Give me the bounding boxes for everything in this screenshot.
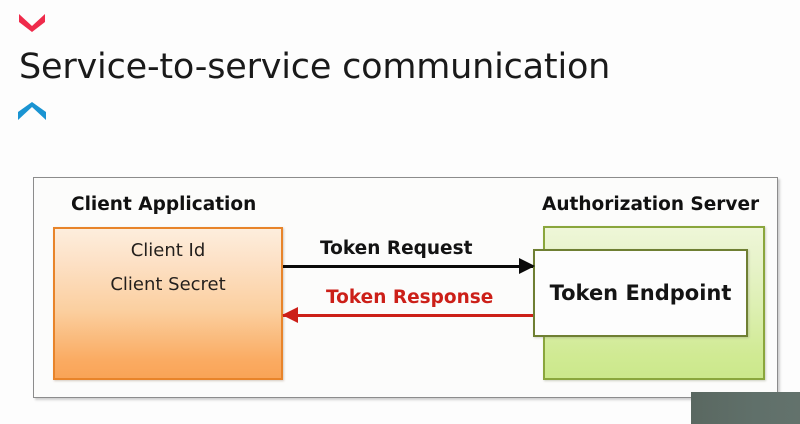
token-request-arrowhead-icon [519, 258, 535, 274]
client-application-heading: Client Application [71, 194, 257, 215]
token-response-arrowhead-icon [282, 307, 298, 323]
token-request-arrow-line [283, 265, 533, 268]
page-title: Service-to-service communication [19, 47, 611, 87]
token-request-label: Token Request [320, 238, 473, 259]
chevron-down-icon[interactable] [17, 11, 47, 33]
chevron-up-icon[interactable] [16, 101, 48, 123]
client-application-box[interactable]: Client Id Client Secret [53, 227, 283, 380]
client-secret-label: Client Secret [110, 274, 226, 295]
token-endpoint-box[interactable]: Token Endpoint [533, 249, 748, 337]
token-response-label: Token Response [326, 287, 494, 308]
token-response-arrow-line [283, 314, 533, 317]
authorization-server-heading: Authorization Server [542, 194, 760, 215]
client-id-label: Client Id [130, 240, 206, 261]
token-endpoint-label: Token Endpoint [549, 281, 732, 305]
corner-overlay-bar [691, 392, 800, 424]
